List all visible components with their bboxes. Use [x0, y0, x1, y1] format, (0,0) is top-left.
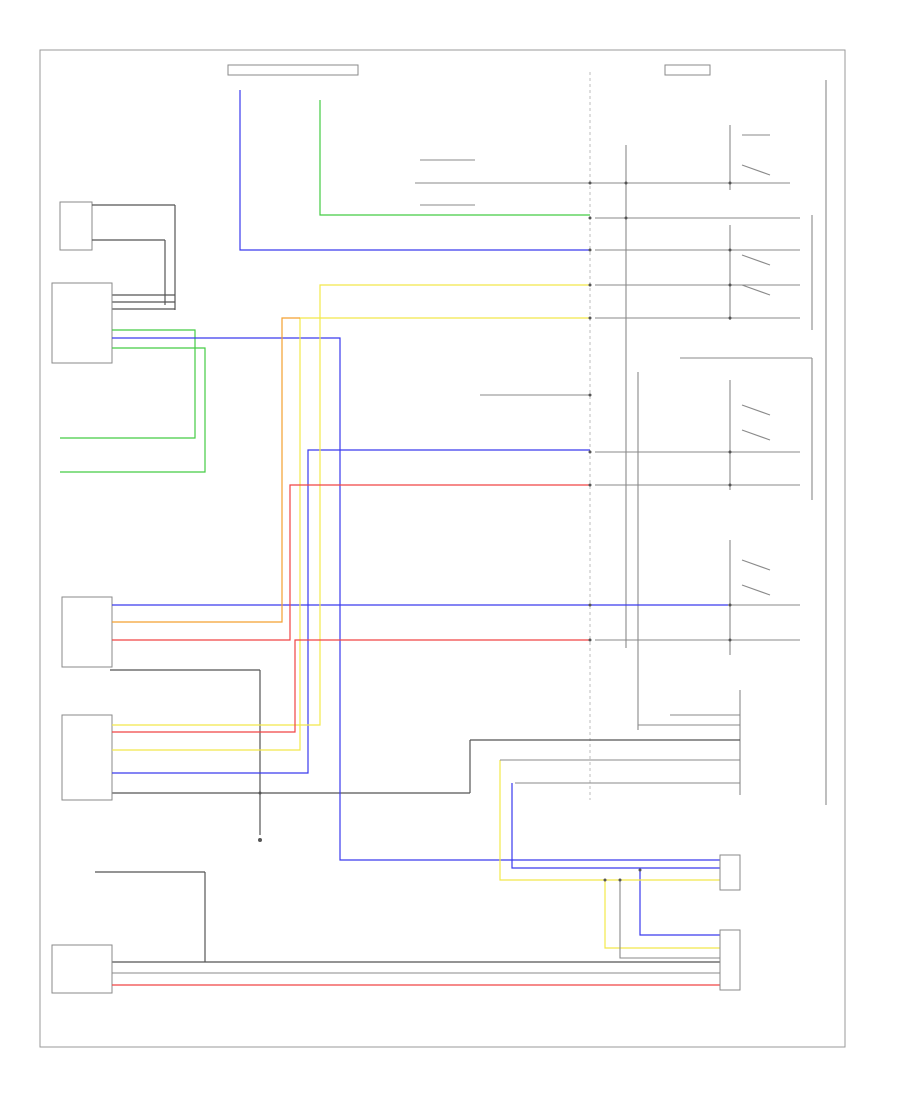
- red-wires: [112, 484, 720, 986]
- control-unit-left: [51, 282, 113, 364]
- module-bottom-left: [51, 944, 113, 994]
- sensor-lower-left: [61, 714, 113, 801]
- relay-4: [729, 540, 771, 655]
- fuse-box-top-left: [227, 64, 359, 76]
- connector-upper-right: [719, 854, 741, 891]
- diagram-frame: [39, 49, 846, 1048]
- orange-wires: [112, 317, 300, 623]
- relay-3: [729, 380, 771, 490]
- gray-wires-bottom: [112, 759, 740, 974]
- bus-lines: [589, 72, 827, 805]
- fuse-box-top-right: [664, 64, 711, 76]
- sensor-upper-left: [61, 596, 113, 668]
- blue-wires: [112, 90, 728, 936]
- connector-lower-right: [719, 929, 741, 991]
- right-connectors: [227, 64, 741, 991]
- relay-1: [729, 125, 771, 190]
- relay-2: [729, 225, 771, 320]
- black-harness: [59, 201, 740, 963]
- relay-blocks: [729, 125, 771, 655]
- left-components: [51, 282, 113, 994]
- yellow-wires: [112, 284, 720, 949]
- right-harness-lines: [415, 159, 800, 726]
- junction-dots: [258, 181, 732, 882]
- green-wires: [60, 100, 590, 473]
